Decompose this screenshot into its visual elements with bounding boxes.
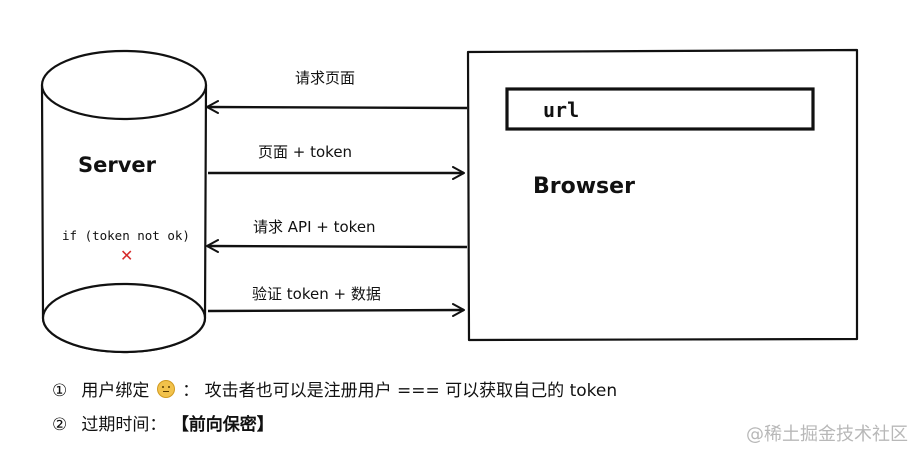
note-number: ①: [52, 381, 68, 401]
arrow-request-api-label: 请求 API + token: [253, 218, 376, 236]
watermark: @稀土掘金技术社区: [746, 424, 908, 445]
browser-window: url Browser: [466, 48, 859, 342]
token-flow-diagram: Server if (token not ok) ✕ url Browser 请…: [40, 48, 859, 354]
server-cylinder: Server if (token not ok) ✕: [40, 49, 208, 354]
server-label: Server: [78, 153, 157, 177]
arrow-verify-data-label: 验证 token + 数据: [252, 285, 381, 303]
server-cylinder-bottom: [41, 282, 207, 354]
arrow-verify-data: 验证 token + 数据: [207, 285, 465, 318]
arrow-request-page-label: 请求页面: [295, 69, 355, 87]
arrow-page-token-label: 页面 + token: [258, 143, 352, 161]
notes-section: ① 用户绑定 ： 攻击者也可以是注册用户 === 可以获取自己的 token ②…: [52, 376, 617, 444]
note-title: 过期时间：: [81, 415, 167, 435]
server-condition: if (token not ok): [62, 228, 190, 243]
arrow-request-api: 请求 API + token: [206, 218, 468, 254]
note-separator: ：: [182, 381, 200, 401]
url-text: url: [543, 98, 579, 122]
url-bar: [505, 87, 815, 131]
note-text: 攻击者也可以是注册用户 === 可以获取自己的 token: [204, 381, 618, 401]
note-expiry: ② 过期时间： 【前向保密】: [52, 410, 617, 444]
arrow-page-token: 页面 + token: [208, 143, 465, 180]
cross-icon: ✕: [120, 246, 133, 265]
note-user-binding: ① 用户绑定 ： 攻击者也可以是注册用户 === 可以获取自己的 token: [52, 376, 617, 410]
note-text: 【前向保密】: [171, 415, 274, 435]
server-cylinder-top: [40, 49, 208, 121]
note-title: 用户绑定: [81, 381, 150, 401]
arrow-request-page: 请求页面: [206, 69, 468, 115]
thinking-face-icon: [156, 380, 175, 398]
browser-label: Browser: [533, 174, 635, 199]
note-number: ②: [52, 415, 68, 435]
